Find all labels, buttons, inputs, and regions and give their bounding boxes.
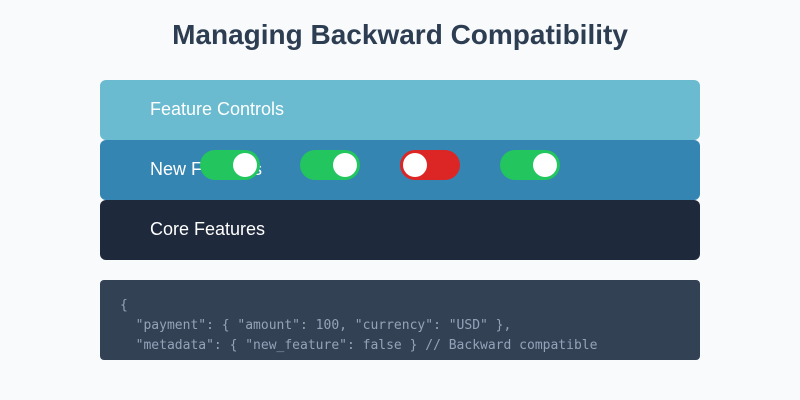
feature-toggle-3[interactable]	[400, 150, 460, 180]
layer-label: Core Features	[150, 219, 266, 239]
code-line: "payment": { "amount": 100, "currency": …	[120, 318, 512, 333]
feature-toggle-4[interactable]	[500, 150, 560, 180]
toggle-knob	[403, 153, 427, 177]
layer-core-features: Core Features	[100, 200, 700, 260]
code-line: {	[120, 298, 128, 313]
code-line: "metadata": { "new_feature": false } // …	[120, 338, 598, 353]
layer-label: Feature Controls	[150, 99, 285, 119]
toggle-knob	[333, 153, 357, 177]
feature-toggle-2[interactable]	[300, 150, 360, 180]
layer-feature-controls: Feature Controls	[100, 80, 700, 140]
code-block: { "payment": { "amount": 100, "currency"…	[100, 280, 700, 360]
toggle-knob	[233, 153, 257, 177]
toggle-knob	[533, 153, 557, 177]
feature-toggle-1[interactable]	[200, 150, 260, 180]
diagram-title: Managing Backward Compatibility	[172, 19, 628, 50]
